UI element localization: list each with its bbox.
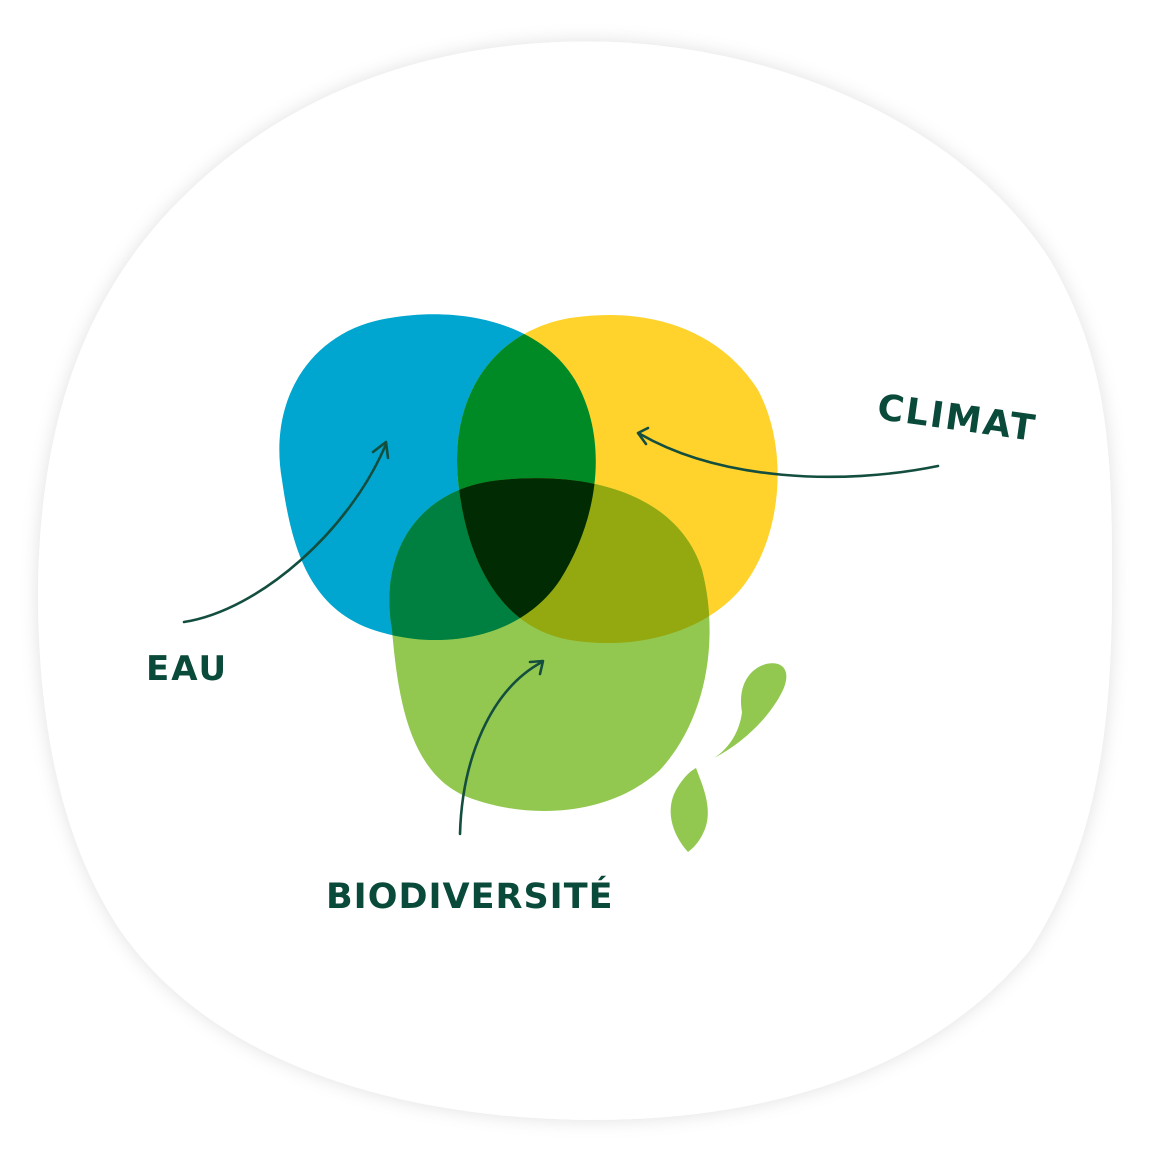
climat-arrow bbox=[638, 432, 940, 479]
biodiversite-arrow bbox=[458, 660, 544, 836]
leaf-upper-icon bbox=[714, 663, 787, 758]
eau-arrow-head-icon bbox=[371, 440, 390, 460]
water-biodiversity-overlap bbox=[389, 478, 596, 641]
climat-arrow-head-icon bbox=[636, 426, 650, 446]
biodiversite-arrow-head-icon bbox=[528, 659, 545, 676]
arrows-group bbox=[182, 426, 940, 836]
eau-label: EAU bbox=[146, 649, 229, 689]
leaf-lower-icon bbox=[670, 768, 708, 852]
biodiversite-label: BIODIVERSITÉ bbox=[326, 877, 614, 917]
eau-arrow bbox=[182, 442, 388, 624]
